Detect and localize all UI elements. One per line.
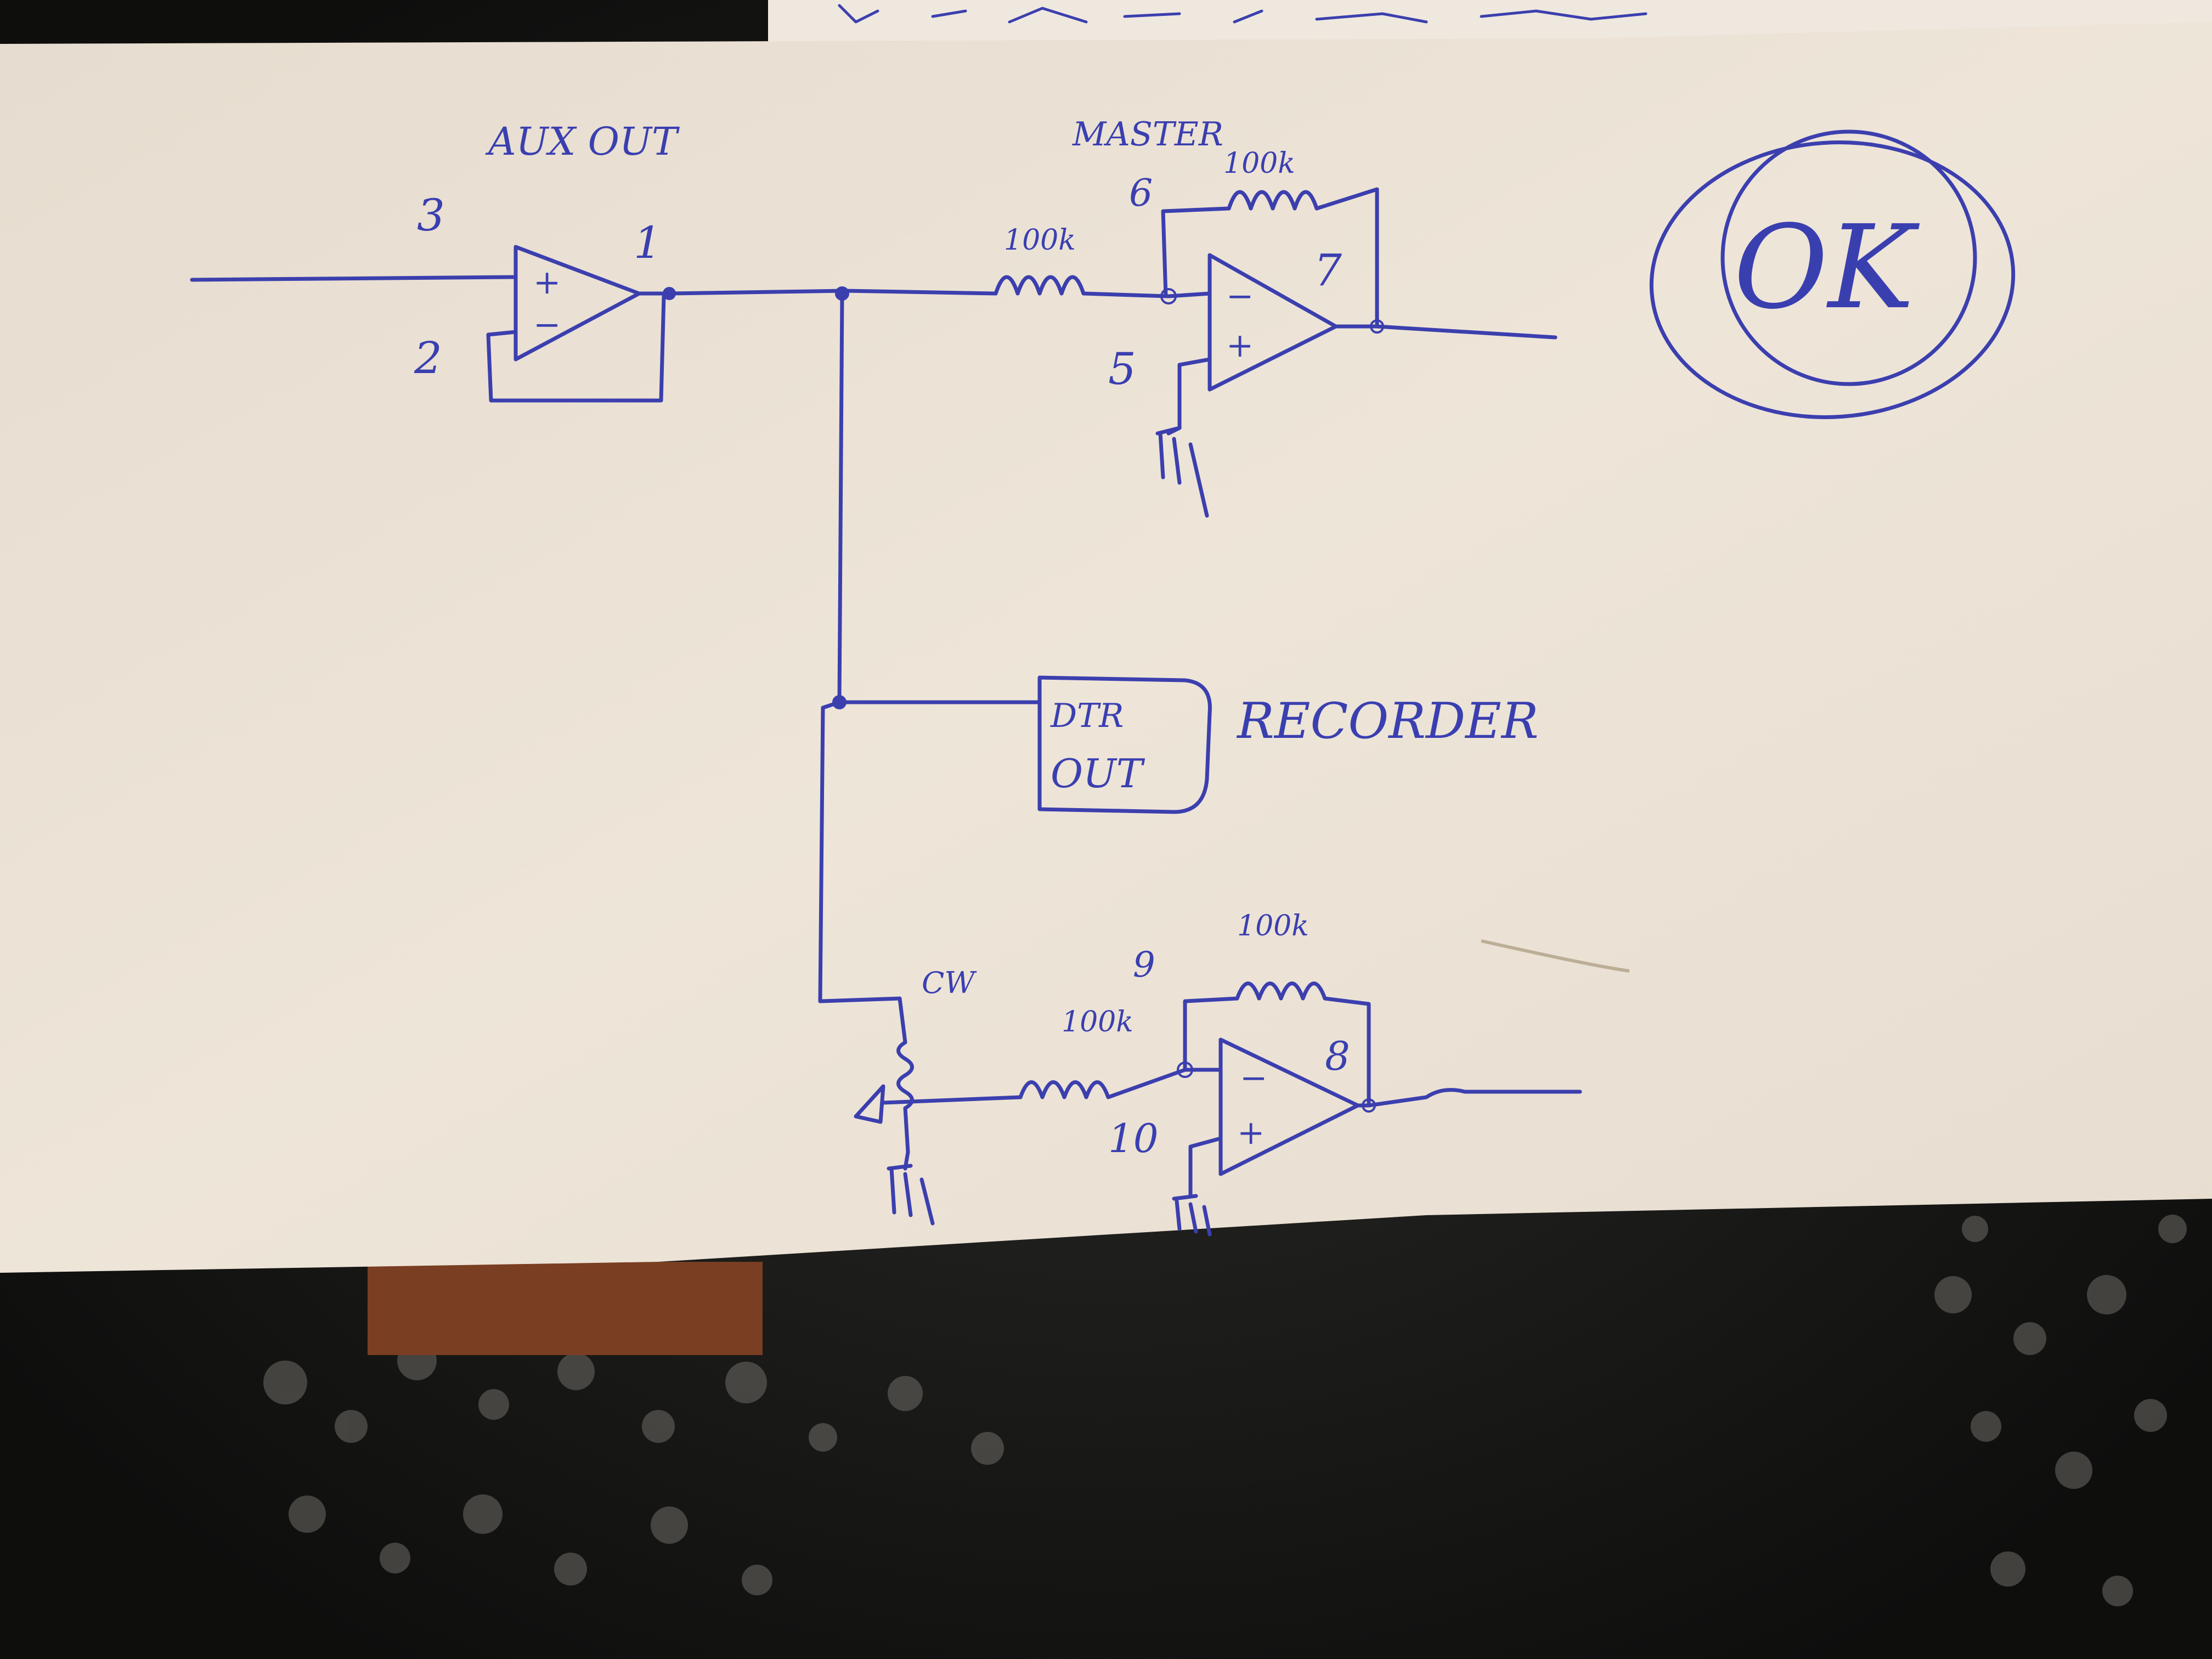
aux-minus-sign: −: [1240, 1059, 1267, 1097]
aux-output-node: [1362, 1098, 1376, 1113]
pin-3-label: 3: [417, 190, 445, 241]
ok-outer-ellipse: [1649, 140, 2016, 419]
input-wire: [190, 275, 518, 282]
pin-10-label: 10: [1108, 1115, 1159, 1161]
potentiometer-top-wire: [898, 996, 907, 1045]
buffer-plus-sign: +: [533, 263, 561, 302]
aux-out-title: AUX OUT: [485, 119, 680, 164]
master-input-resistor-label: 100k: [1004, 224, 1076, 257]
master-output-node: [1370, 319, 1384, 334]
master-input-resistor: [994, 275, 1171, 298]
master-output-wire: [1334, 324, 1558, 340]
pencil-stroke: [1481, 939, 1630, 973]
master-minus-sign: −: [1226, 277, 1254, 315]
aux-input-resistor: [1018, 1068, 1187, 1099]
aux-feedback-loop: [1183, 981, 1371, 1105]
aux-ground-symbol: [1172, 1194, 1212, 1237]
back-paper-scribbles: [838, 4, 1647, 24]
ok-text: OK: [1734, 200, 1920, 335]
ok-stamp: OK: [1649, 129, 2016, 419]
aux-output-wire: [1356, 1088, 1582, 1108]
pin-7-label: 7: [1314, 245, 1342, 296]
aux-plus-sign: +: [1237, 1114, 1265, 1152]
textile-pattern: [263, 1215, 2187, 1606]
buffer-opamp: AUX OUT + − 3 2 1: [190, 119, 847, 403]
master-opamp-triangle: [1207, 253, 1338, 392]
master-in-to-opamp: [1166, 291, 1212, 298]
buffer-output-node: [663, 287, 676, 300]
aux-level-opamp: CW 100k − + 100k 9 10 8: [854, 910, 1630, 1237]
pin-9-label: 9: [1133, 945, 1155, 985]
pin-6-label: 6: [1129, 172, 1153, 215]
buffer-minus-sign: −: [533, 306, 561, 344]
pin-2-label: 2: [414, 332, 442, 383]
potentiometer-wiper: [854, 1084, 1023, 1124]
recorder-label: RECORDER: [1236, 692, 1539, 750]
recorder-output: DTR OUT RECORDER: [837, 675, 1539, 814]
master-feedback-resistor-label: 100k: [1223, 147, 1295, 180]
master-plus-sign: +: [1226, 326, 1254, 365]
wooden-object: [368, 1262, 763, 1355]
pot-cw-label: CW: [922, 966, 977, 1000]
recorder-box-line1: DTR: [1050, 697, 1124, 735]
potentiometer-body: [896, 1040, 914, 1154]
master-title: MASTER: [1072, 115, 1223, 154]
potentiometer-ground-symbol: [887, 1150, 935, 1226]
pin-5-label: 5: [1108, 343, 1136, 394]
aux-feedback-resistor-label: 100k: [1237, 910, 1309, 943]
recorder-box: [1037, 675, 1212, 814]
master-input-wire: [843, 289, 998, 296]
signal-bus: [818, 291, 902, 1003]
pin-8-label: 8: [1325, 1033, 1350, 1079]
buffer-opamp-triangle: [514, 245, 641, 362]
pin-1-label: 1: [634, 217, 662, 268]
aux-opamp-triangle: [1218, 1037, 1360, 1176]
master-ground-symbol: [1155, 426, 1209, 518]
paper-sheet: [0, 22, 2212, 1273]
buffer-feedback-wire: [486, 294, 666, 403]
ok-inner-circle: [1720, 129, 1977, 386]
aux-input-resistor-label: 100k: [1062, 1006, 1133, 1039]
recorder-box-line2: OUT: [1051, 751, 1146, 797]
master-feedback-loop: [1161, 187, 1379, 329]
master-opamp: MASTER 100k − + 100k 6 5 7: [843, 115, 1558, 518]
aux-ground-wire: [1188, 1136, 1223, 1198]
